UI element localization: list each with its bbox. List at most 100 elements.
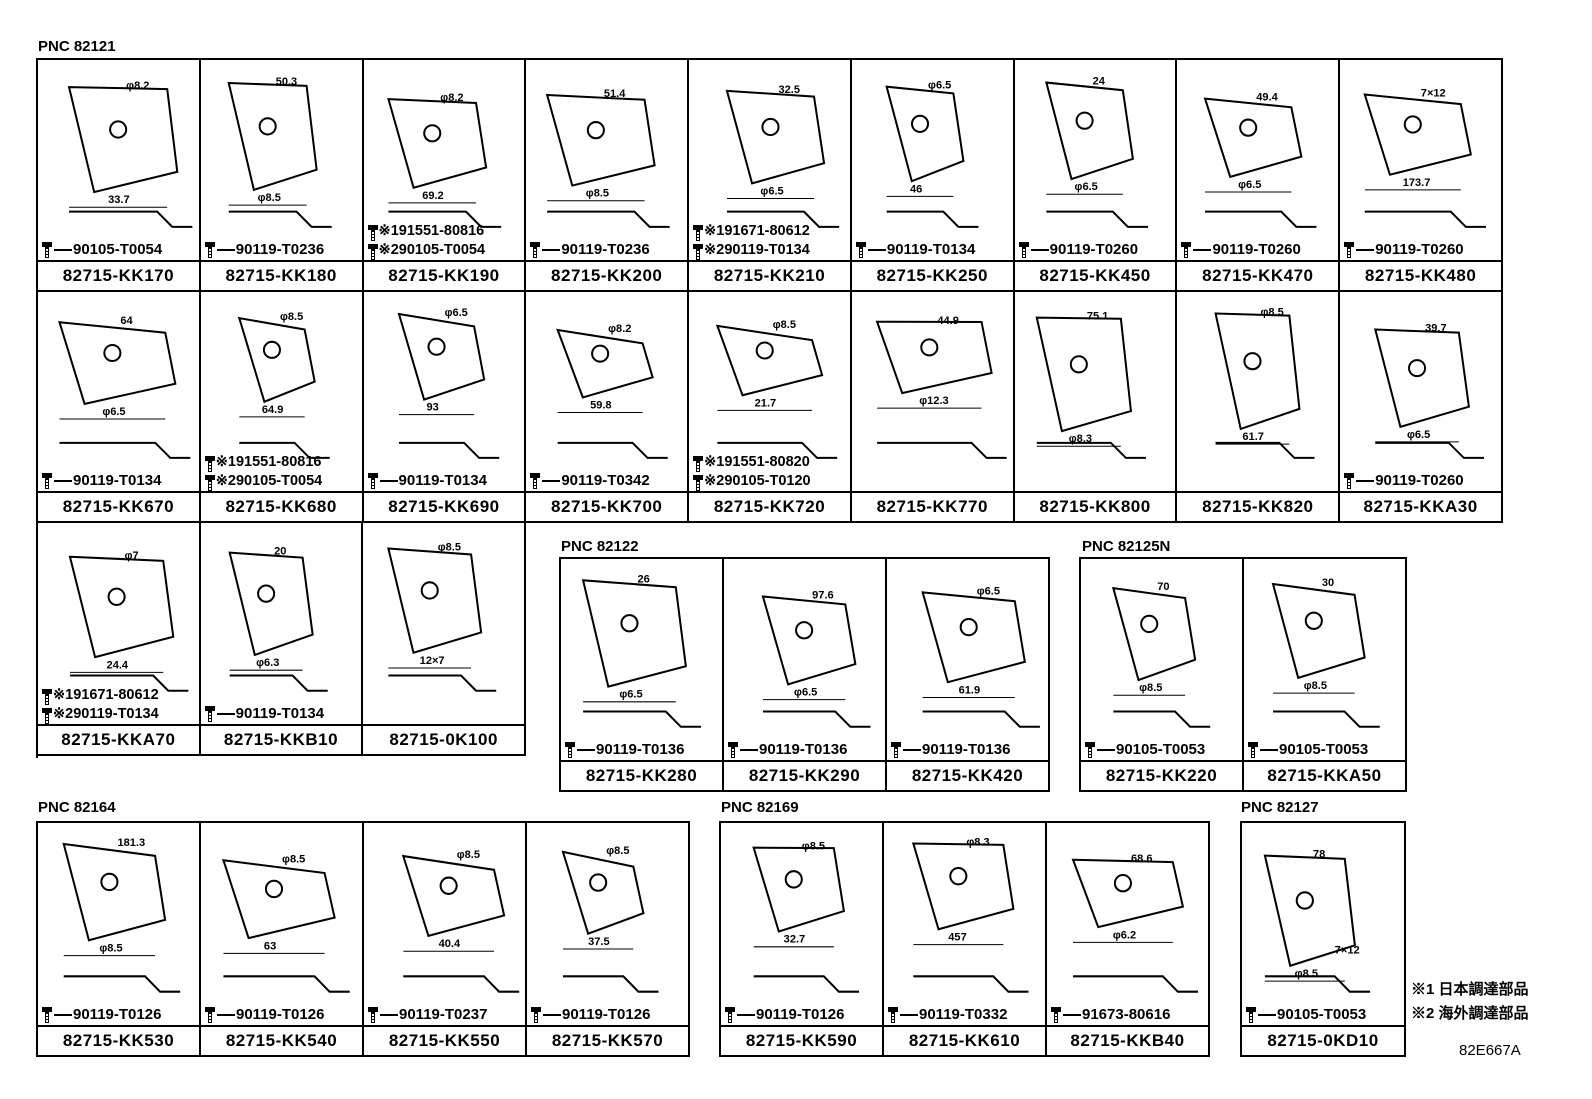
part-number[interactable]: 82715-KK820 bbox=[1177, 491, 1339, 521]
part-number[interactable]: 82715-KKA70 bbox=[38, 724, 199, 754]
part-number[interactable]: 82715-KK720 bbox=[689, 491, 850, 521]
part-number[interactable]: 82715-KK190 bbox=[363, 260, 525, 290]
part-number[interactable]: 82715-KK690 bbox=[363, 491, 525, 521]
part-number[interactable]: 82715-KK570 bbox=[527, 1025, 688, 1055]
part-number[interactable]: 82715-KKB10 bbox=[200, 724, 362, 754]
part-number[interactable]: 82715-KKB40 bbox=[1047, 1025, 1208, 1055]
part-number[interactable]: 82715-KK680 bbox=[200, 491, 362, 521]
part-number[interactable]: 82715-KK280 bbox=[561, 760, 722, 790]
part-number[interactable]: 82715-KK550 bbox=[364, 1025, 525, 1055]
bracket-side-view bbox=[583, 710, 701, 728]
dimension-label: 78 bbox=[1313, 849, 1325, 861]
bolt-part-number: 90119-T0236 bbox=[561, 241, 650, 258]
part-number[interactable]: 82715-KKA30 bbox=[1340, 491, 1501, 521]
bolt-part-number: 90105-T0053 bbox=[1116, 741, 1206, 758]
leader-line bbox=[1258, 1014, 1276, 1016]
bracket-side-view bbox=[727, 210, 840, 228]
part-number[interactable]: 82715-KK170 bbox=[38, 260, 199, 290]
part-drawing: φ8.259.8 bbox=[556, 323, 669, 459]
pnc-label-82125n: PNC 82125N bbox=[1082, 538, 1171, 555]
mounting-hole bbox=[1408, 359, 1427, 378]
bolt-icon bbox=[1018, 242, 1029, 258]
bolt-part-number: 90119-T0260 bbox=[1049, 241, 1139, 258]
dimension-label: φ8.2 bbox=[126, 80, 149, 92]
part-number[interactable]: 82715-KK180 bbox=[200, 260, 362, 290]
part-number[interactable]: 82715-KK770 bbox=[851, 491, 1013, 521]
part-number[interactable]: 82715-KK700 bbox=[526, 491, 688, 521]
part-number[interactable]: 82715-KK220 bbox=[1081, 760, 1242, 790]
leader-line bbox=[737, 1014, 755, 1016]
part-number[interactable]: 82715-KK610 bbox=[884, 1025, 1045, 1055]
part-number[interactable]: 82715-KK250 bbox=[851, 260, 1013, 290]
part-number[interactable]: 82715-KK420 bbox=[887, 760, 1048, 790]
part-drawing: 51.4φ8.5 bbox=[546, 88, 670, 228]
bracket-outline bbox=[761, 595, 857, 686]
bolt-part-number: ※191551-80820 bbox=[704, 454, 810, 470]
part-number[interactable]: 82715-KK800 bbox=[1014, 491, 1176, 521]
bracket-outline bbox=[1111, 586, 1197, 682]
bolt-callout: ※191551-80820※290105-T0120 bbox=[693, 451, 848, 491]
part-number[interactable]: 82715-KK210 bbox=[689, 260, 850, 290]
part-number[interactable]: 82715-KK450 bbox=[1014, 260, 1176, 290]
part-number[interactable]: 82715-KK540 bbox=[201, 1025, 362, 1055]
part-number[interactable]: 82715-KK590 bbox=[721, 1025, 882, 1055]
bolt-icon bbox=[531, 1007, 541, 1023]
part-number[interactable]: 82715-0K100 bbox=[363, 724, 524, 754]
part-number[interactable]: 82715-KK290 bbox=[724, 760, 885, 790]
bracket-outline bbox=[62, 842, 167, 942]
bracket-side-view bbox=[876, 441, 1007, 459]
part-number[interactable]: 82715-KK530 bbox=[38, 1025, 199, 1055]
part-number[interactable]: 82715-KK200 bbox=[526, 260, 688, 290]
bolt-part-number: 91673-80616 bbox=[1082, 1006, 1171, 1023]
part-number[interactable]: 82715-KKA50 bbox=[1244, 760, 1405, 790]
bolt-icon bbox=[368, 1007, 378, 1023]
leader-line bbox=[54, 480, 72, 482]
part-number[interactable]: 82715-KK670 bbox=[38, 491, 199, 521]
part-number[interactable]: 82715-KK480 bbox=[1340, 260, 1501, 290]
part-number[interactable]: 82715-0KD10 bbox=[1242, 1025, 1404, 1055]
bracket-side-view bbox=[69, 674, 189, 692]
part-number[interactable]: 82715-KK470 bbox=[1177, 260, 1339, 290]
